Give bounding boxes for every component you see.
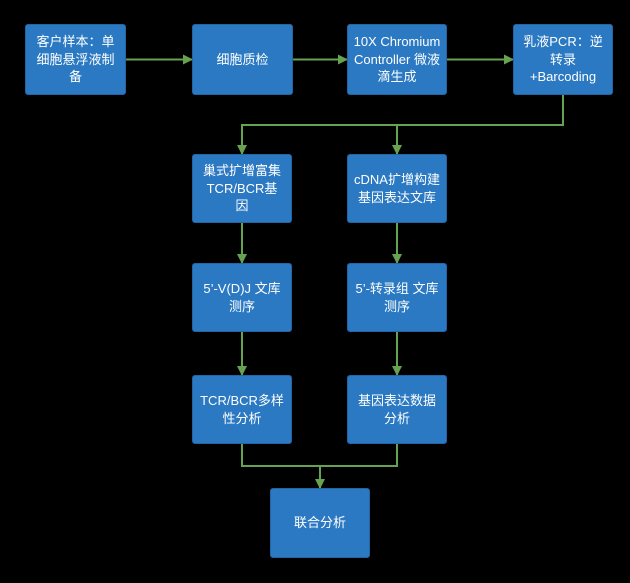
node-label: 联合分析 <box>293 515 346 531</box>
edge-emulsion-pcr-to-nested-amp <box>237 95 564 155</box>
node-label: TCR/BCR多样性分析 <box>200 392 284 426</box>
node-label: 细胞质检 <box>216 51 269 67</box>
node-joint-analysis: 联合分析 <box>270 488 370 558</box>
node-nested-amp: 巢式扩增富集TCR/BCR基因 <box>192 154 292 223</box>
node-label: 基因表达数据分析 <box>357 392 436 426</box>
node-txome-seq: 5’-转录组 文库测序 <box>347 263 447 332</box>
node-label: 客户样本：单细胞悬浮液制备 <box>36 34 115 85</box>
node-gex-analysis: 基因表达数据分析 <box>347 375 447 444</box>
node-tcr-bcr-analysis: TCR/BCR多样性分析 <box>192 375 292 444</box>
node-cdna-amp: cDNA扩增构建基因表达文库 <box>347 154 447 223</box>
node-vdj-seq: 5’-V(D)J 文库测序 <box>192 263 292 332</box>
node-cell-qc: 细胞质检 <box>192 24 293 95</box>
node-label: 5’-V(D)J 文库测序 <box>203 280 281 314</box>
node-label: 巢式扩增富集TCR/BCR基因 <box>203 163 282 214</box>
node-label: 5’-转录组 文库测序 <box>355 280 439 314</box>
node-label: 乳液PCR：逆转录 +Barcoding <box>523 34 603 85</box>
node-label: cDNA扩增构建基因表达文库 <box>354 171 440 205</box>
node-droplet-gen: 10X Chromium Controller 微液滴生成 <box>347 24 447 95</box>
node-label: 10X Chromium Controller 微液滴生成 <box>353 34 441 85</box>
node-emulsion-pcr: 乳液PCR：逆转录 +Barcoding <box>513 24 613 95</box>
edge-converge-connector <box>241 444 398 467</box>
node-sample-prep: 客户样本：单细胞悬浮液制备 <box>25 24 126 95</box>
